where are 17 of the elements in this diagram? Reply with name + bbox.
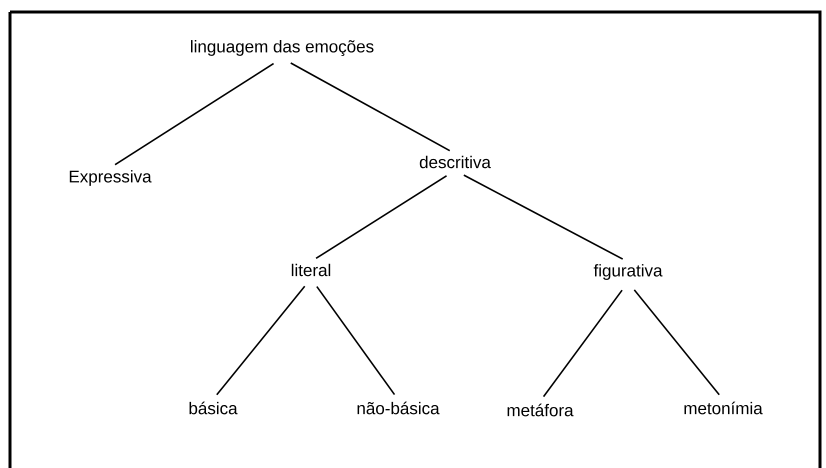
node-label: não-básica: [358, 402, 440, 414]
node-label: figurativa: [594, 264, 662, 280]
tree-line: [542, 290, 623, 398]
node-label: metonímia: [684, 402, 763, 414]
tree-line: [463, 174, 624, 260]
node-label: literal: [292, 264, 330, 276]
tree-line: [114, 62, 274, 166]
tree-line: [316, 175, 447, 260]
tree-line: [634, 289, 720, 396]
node-label: básica: [190, 402, 238, 414]
tree-line: [316, 286, 396, 396]
node-label: Expressiva: [70, 170, 152, 186]
tree-line: [216, 286, 306, 396]
tree-line: [290, 62, 450, 152]
node-label: linguagem das emoções: [191, 40, 374, 56]
node-label: descritiva: [420, 156, 491, 168]
node-label: metáfora: [508, 404, 574, 416]
